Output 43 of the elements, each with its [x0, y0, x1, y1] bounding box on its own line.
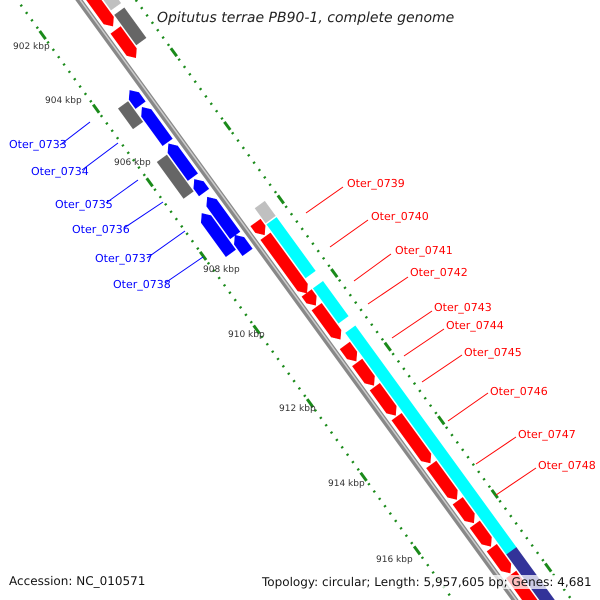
leader-line	[82, 142, 118, 170]
leader-line	[422, 354, 462, 382]
gene-label: Oter_0734	[31, 166, 89, 177]
leader-line	[164, 256, 204, 284]
gene-label: Oter_0742	[410, 267, 468, 278]
leader-line	[354, 254, 392, 282]
gene-label: Oter_0747	[518, 429, 576, 440]
gene-label: Oter_0745	[464, 347, 522, 358]
scale-label: 904 kbp	[45, 97, 82, 106]
gene-label: Oter_0736	[72, 224, 130, 235]
gene-label: Oter_0741	[395, 245, 453, 256]
leader-line	[496, 468, 536, 496]
title: Opitutus terrae PB90-1, complete genome	[157, 11, 454, 25]
leader-line	[368, 276, 408, 304]
gene-label: Oter_0740	[371, 211, 429, 222]
leader-line	[392, 310, 432, 338]
leader-line	[106, 180, 138, 204]
leader-line	[476, 436, 516, 464]
scale-label: 914 kbp	[328, 480, 365, 489]
scale-label: 906 kbp	[114, 159, 151, 168]
gene-label: Oter_0748	[538, 460, 596, 471]
gene-label: Oter_0733	[9, 139, 67, 150]
scale-label: 908 kbp	[203, 266, 240, 275]
gene-label: Oter_0744	[446, 320, 504, 331]
scale-label: 902 kbp	[13, 43, 50, 52]
gene-label: Oter_0737	[95, 253, 153, 264]
leader-line	[330, 220, 368, 248]
gene-label: Oter_0743	[434, 302, 492, 313]
leader-line	[124, 202, 164, 228]
gene-label: Oter_0739	[347, 178, 405, 189]
gene-label: Oter_0738	[113, 279, 171, 290]
scale-label: 916 kbp	[376, 556, 413, 565]
gene-label: Oter_0735	[55, 199, 113, 210]
accession-label: Accession: NC_010571	[9, 575, 146, 587]
leader-line	[404, 328, 444, 356]
leader-line	[306, 186, 344, 214]
genome-summary: Topology: circular; Length: 5,957,605 bp; Genes: 4,681	[262, 575, 592, 589]
gene-label: Oter_0746	[490, 386, 548, 397]
leader-line	[60, 122, 90, 146]
leader-line	[146, 230, 186, 258]
scale-label: 910 kbp	[228, 331, 265, 340]
scale-label: 912 kbp	[279, 405, 316, 414]
leader-line	[448, 392, 488, 422]
